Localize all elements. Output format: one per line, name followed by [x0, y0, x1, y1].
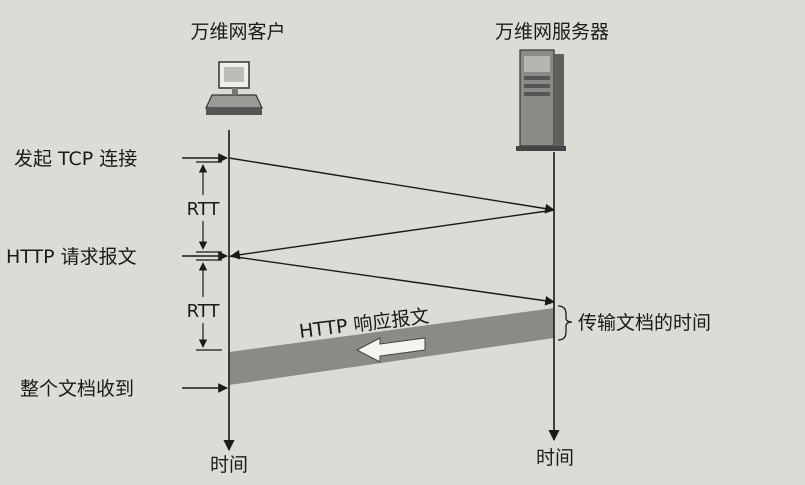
client-computer-icon [205, 61, 263, 115]
document-received-label: 整个文档收到 [20, 378, 134, 400]
tcp-syn-arrow [228, 157, 555, 214]
server-tower-icon [516, 49, 566, 151]
server-time-axis-label: 时间 [536, 447, 574, 469]
http-request-label: HTTP 请求报文 [6, 246, 137, 268]
initiate-tcp-label: 发起 TCP 连接 [14, 148, 137, 170]
tcp-ack-arrow [230, 209, 555, 260]
client-label: 万维网客户 [190, 21, 285, 43]
rtt-label-2: RTT [187, 301, 221, 322]
client-time-axis-label: 时间 [210, 454, 248, 476]
http-request-arrow [228, 255, 555, 306]
transfer-time-brace [557, 305, 573, 341]
server-label: 万维网服务器 [495, 21, 609, 43]
response-direction-arrow-icon [355, 337, 426, 363]
rtt-label-1: RTT [187, 199, 221, 220]
transfer-time-label: 传输文档的时间 [578, 312, 711, 334]
